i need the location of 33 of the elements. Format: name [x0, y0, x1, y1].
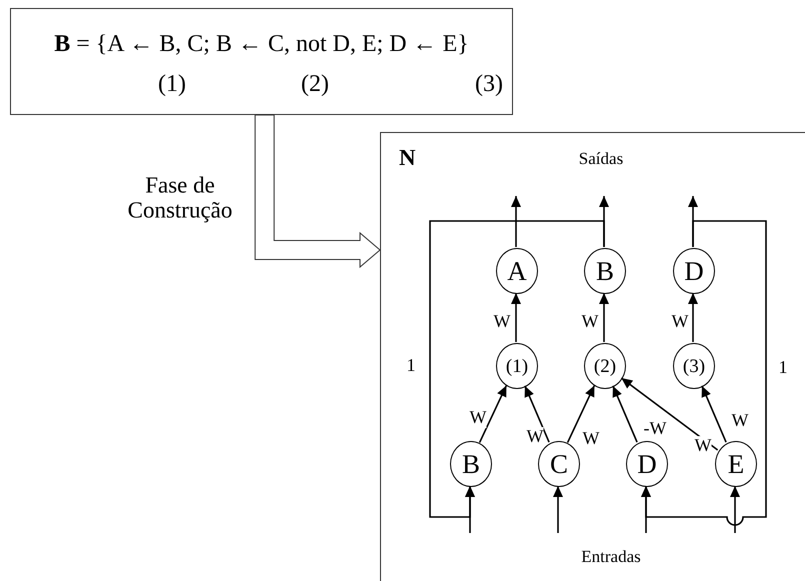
arrow — [730, 486, 740, 533]
edge-label: Fase de Construção — [126, 172, 234, 224]
arrow — [511, 196, 521, 247]
rule-number: (1) — [158, 71, 186, 98]
rule-number: (3) — [475, 71, 503, 98]
arrow — [429, 220, 605, 518]
neuron-circle: D — [673, 248, 715, 294]
rule-formula: B = {A ← B, C; B ← C, not D, E; D ← E} — [53, 31, 470, 58]
arrow — [612, 386, 638, 442]
io-label: Saídas — [578, 149, 624, 169]
panel-title: N — [399, 145, 416, 171]
weight-label: W — [470, 408, 486, 428]
arrow — [524, 386, 550, 442]
arrow — [478, 385, 508, 443]
neuron-circle: (2) — [584, 343, 626, 389]
arrow — [599, 293, 609, 342]
arrow — [620, 377, 718, 451]
rule-number: (2) — [301, 71, 329, 98]
arrow — [688, 293, 698, 342]
neuron-circle: (1) — [496, 343, 538, 389]
neuron-circle: B — [584, 248, 626, 294]
neuron-circle: B — [450, 441, 492, 487]
neuron-circle: D — [626, 441, 668, 487]
neuron-circle: (3) — [673, 343, 715, 389]
arrow — [553, 486, 563, 533]
arrow — [701, 386, 727, 442]
arrow — [566, 385, 596, 443]
arrow — [641, 220, 767, 526]
block-arrow — [254, 114, 381, 268]
neuron-circle: A — [496, 248, 538, 294]
neuron-circle: E — [715, 441, 757, 487]
arrow — [511, 293, 521, 342]
io-label: Entradas — [581, 547, 641, 567]
